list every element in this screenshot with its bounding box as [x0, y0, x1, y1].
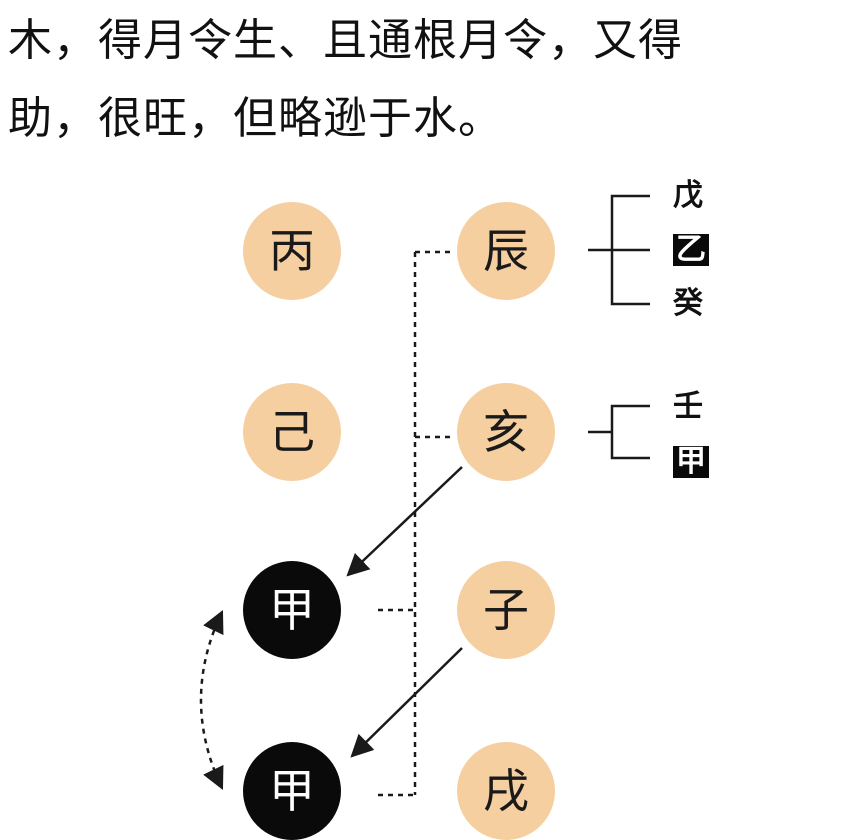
- hai-bracket: [588, 404, 650, 460]
- year-branch-circle: 辰: [457, 202, 555, 300]
- description-line-1: 木，得月令生、且通根月令，又得: [8, 15, 683, 66]
- day-stem-circle: 甲: [243, 561, 341, 659]
- day-branch-circle: 子: [457, 561, 555, 659]
- description-line-2: 助，很旺，但略逊于水。: [8, 93, 503, 144]
- hour-branch-circle: 戌: [457, 742, 555, 840]
- jia-mutual-arrow: [199, 609, 224, 791]
- zi-to-jia-arrow: [350, 647, 463, 758]
- hour-stem-circle: 甲: [243, 742, 341, 840]
- month-stem-circle: 己: [243, 383, 341, 481]
- chen-bracket: [588, 194, 650, 306]
- month-branch-circle: 亥: [457, 383, 555, 481]
- hai-to-jia-arrow: [346, 466, 463, 577]
- year-stem-circle: 丙: [243, 202, 341, 300]
- chen-hidden-stem-2: 乙: [673, 234, 709, 266]
- chen-hidden-stem-1: 戊: [673, 178, 703, 213]
- hai-hidden-stem-2: 甲: [673, 446, 709, 478]
- chen-hidden-stem-3: 癸: [673, 286, 703, 321]
- hai-hidden-stem-1: 壬: [673, 389, 703, 424]
